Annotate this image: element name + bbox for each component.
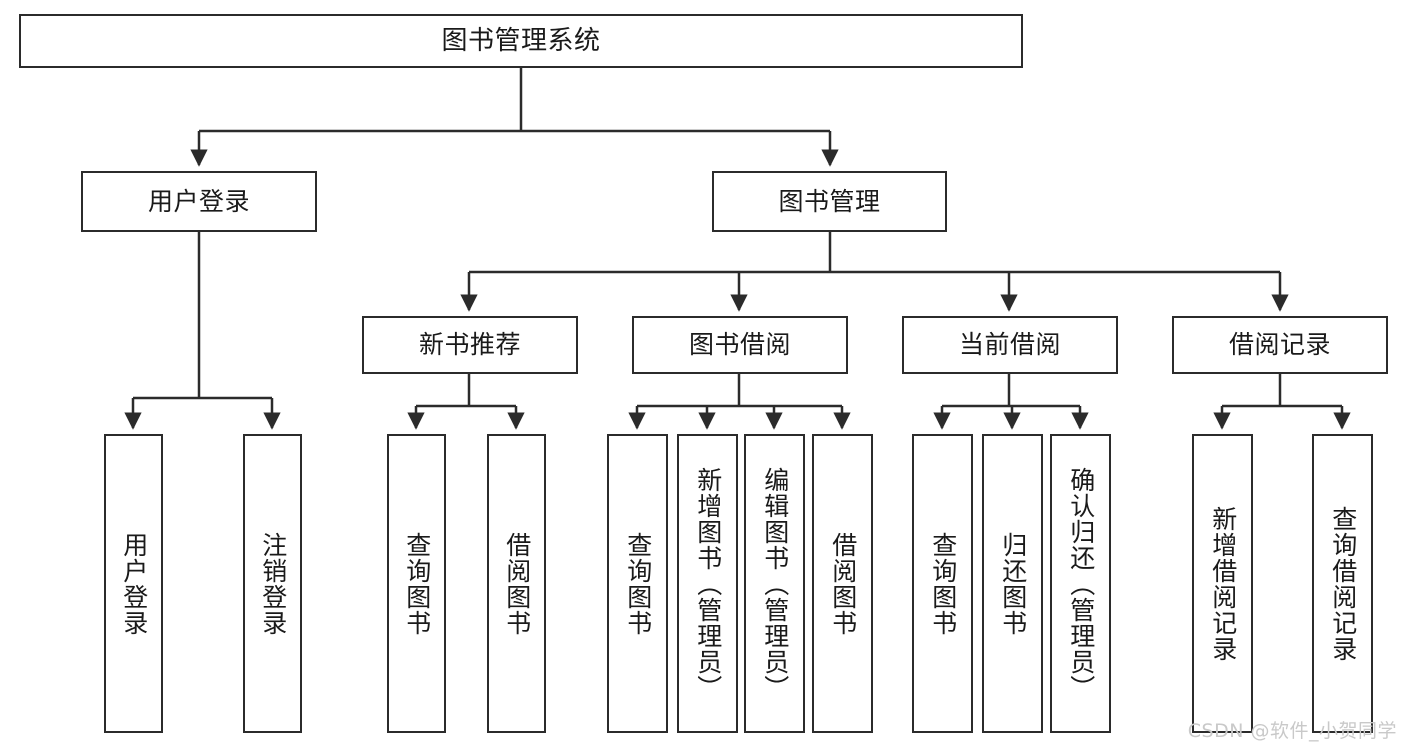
- leaf-node-borrow-book[interactable]: 借阅图书: [812, 434, 873, 733]
- node-borrow-record[interactable]: 借阅记录: [1172, 316, 1388, 374]
- leaf-node-edit-book-admin[interactable]: 编辑图书（管理员）: [744, 434, 805, 733]
- node-new-book-recommendation[interactable]: 新书推荐: [362, 316, 578, 374]
- leaf-node-query-book-current[interactable]: 查询图书: [912, 434, 973, 733]
- node-current-borrow[interactable]: 当前借阅: [902, 316, 1118, 374]
- leaf-node-logout[interactable]: 注销登录: [243, 434, 302, 733]
- leaf-label: 新增图书（管理员）: [693, 466, 723, 701]
- node-label: 用户登录: [147, 186, 250, 216]
- leaf-label: 归还图书: [998, 531, 1028, 636]
- leaf-node-user-login[interactable]: 用户登录: [104, 434, 163, 733]
- leaf-node-query-borrow-record[interactable]: 查询借阅记录: [1312, 434, 1373, 733]
- node-label: 新书推荐: [418, 330, 521, 360]
- leaf-label: 查询图书: [623, 531, 653, 636]
- node-label: 图书管理: [778, 186, 881, 216]
- node-label: 借阅记录: [1228, 330, 1331, 360]
- leaf-label: 查询图书: [928, 531, 958, 636]
- leaf-label: 用户登录: [119, 531, 149, 636]
- leaf-node-query-book-recommendation[interactable]: 查询图书: [387, 434, 446, 733]
- leaf-label: 新增借阅记录: [1208, 505, 1238, 662]
- leaf-node-return-book[interactable]: 归还图书: [982, 434, 1043, 733]
- leaf-label: 确认归还（管理员）: [1066, 466, 1096, 701]
- node-root-system[interactable]: 图书管理系统: [19, 14, 1023, 68]
- leaf-label: 查询图书: [402, 531, 432, 636]
- leaf-label: 借阅图书: [828, 531, 858, 636]
- leaf-node-query-book-borrow[interactable]: 查询图书: [607, 434, 668, 733]
- node-label: 图书借阅: [688, 330, 791, 360]
- leaf-node-add-book-admin[interactable]: 新增图书（管理员）: [677, 434, 738, 733]
- leaf-node-confirm-return-admin[interactable]: 确认归还（管理员）: [1050, 434, 1111, 733]
- node-user-login[interactable]: 用户登录: [81, 171, 317, 232]
- node-book-manage[interactable]: 图书管理: [712, 171, 947, 232]
- leaf-label: 查询借阅记录: [1328, 505, 1358, 662]
- leaf-label: 编辑图书（管理员）: [760, 466, 790, 701]
- node-label: 当前借阅: [958, 330, 1061, 360]
- node-book-borrow[interactable]: 图书借阅: [632, 316, 848, 374]
- leaf-node-borrow-book-recommendation[interactable]: 借阅图书: [487, 434, 546, 733]
- node-label: 图书管理系统: [441, 25, 601, 56]
- leaf-node-add-borrow-record[interactable]: 新增借阅记录: [1192, 434, 1253, 733]
- leaf-label: 注销登录: [258, 531, 288, 636]
- leaf-label: 借阅图书: [502, 531, 532, 636]
- csdn-watermark: CSDN @软件_小贺同学: [1187, 720, 1397, 742]
